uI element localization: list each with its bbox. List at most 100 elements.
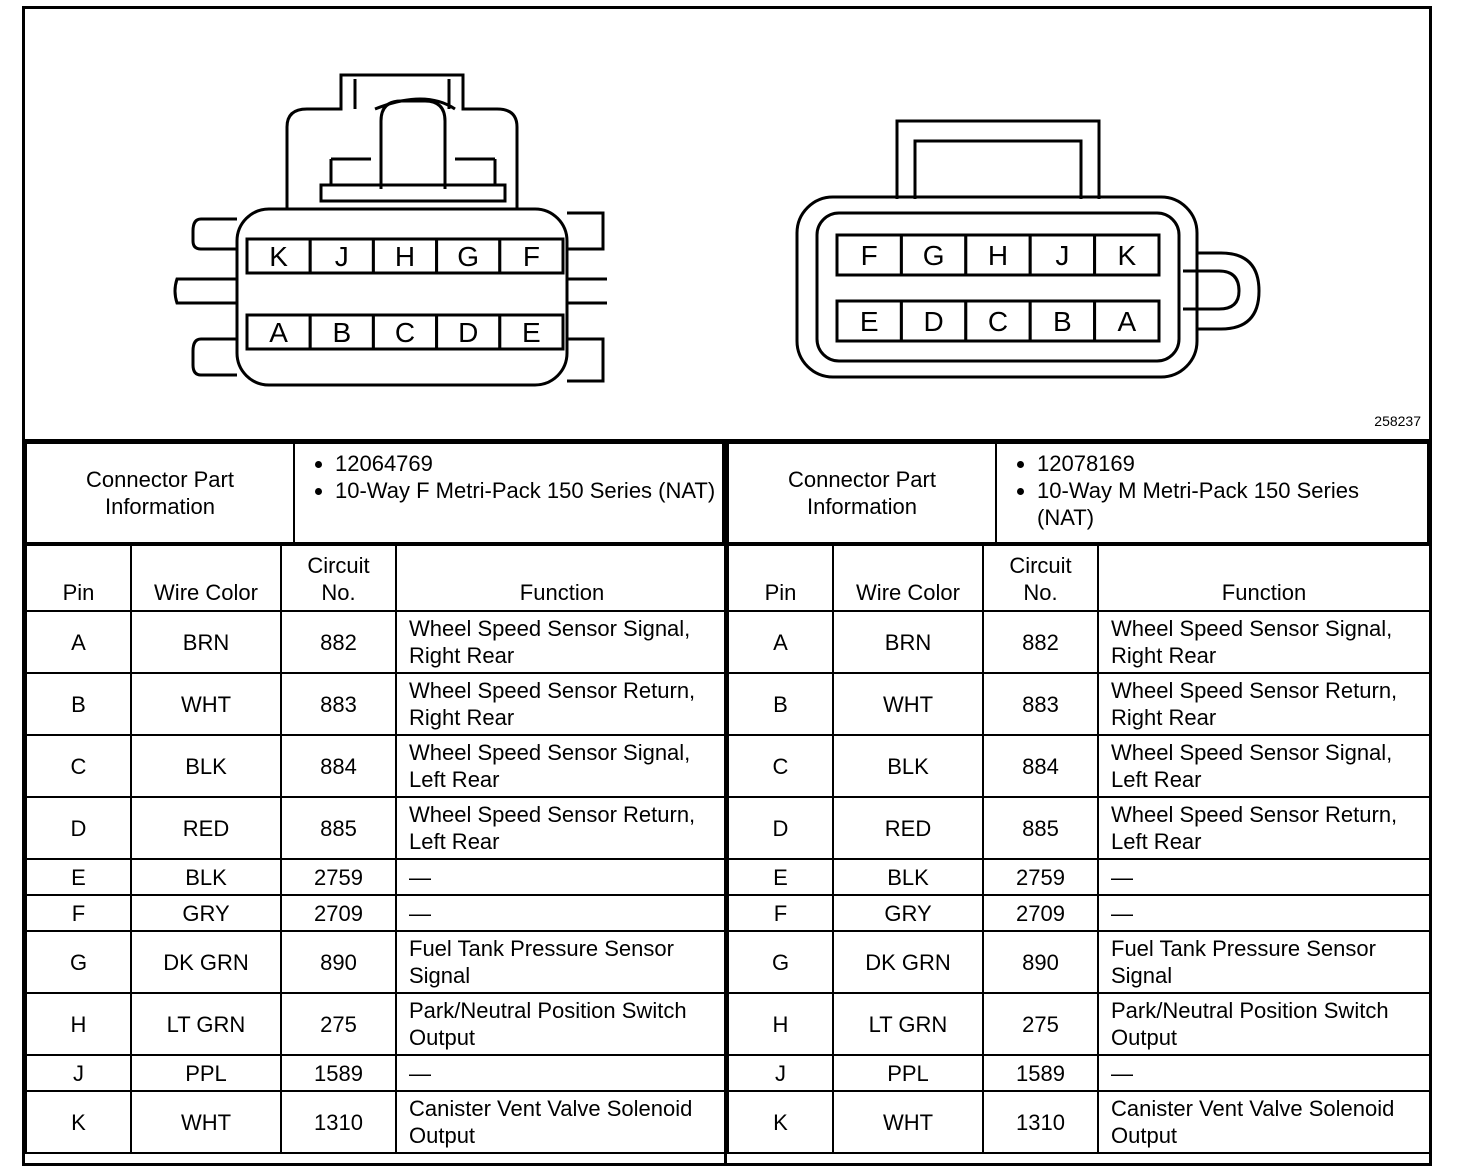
pin-label: F <box>523 241 540 272</box>
pin-label: J <box>1055 240 1069 271</box>
wire-color-cell: GRY <box>832 894 984 932</box>
wire-color-cell: BLK <box>832 858 984 896</box>
female-connector-drawing <box>173 73 607 387</box>
pin-label: F <box>861 240 878 271</box>
pin-cavity <box>498 313 565 351</box>
wire-color-cell: WHT <box>832 1090 984 1154</box>
pin-label: B <box>332 317 351 348</box>
circuit-cell: 275 <box>982 992 1099 1056</box>
pin-label: D <box>458 317 478 348</box>
pin-cell: B <box>727 672 834 736</box>
wire-color-cell: GRY <box>130 894 282 932</box>
pin-cavity <box>1093 299 1161 343</box>
circuit-cell: 890 <box>982 930 1099 994</box>
circuit-cell: 883 <box>280 672 397 736</box>
wire-color-cell: PPL <box>130 1054 282 1092</box>
wire-color-cell: BLK <box>130 858 282 896</box>
pin-label: C <box>395 317 415 348</box>
wire-color-cell: WHT <box>832 672 984 736</box>
wire-color-cell: BRN <box>130 610 282 674</box>
pin-cavity <box>308 237 375 275</box>
pin-label: D <box>923 306 943 337</box>
col-header-circuit: Circuit No. <box>982 544 1099 612</box>
function-cell: Canister Vent Valve Solenoid Output <box>1097 1090 1431 1154</box>
circuit-cell: 890 <box>280 930 397 994</box>
function-cell: — <box>395 1054 729 1092</box>
pin-label: B <box>1053 306 1072 337</box>
function-cell: — <box>1097 858 1431 896</box>
circuit-cell: 885 <box>280 796 397 860</box>
info-item: 12064769 <box>335 450 716 477</box>
pin-cell: F <box>25 894 132 932</box>
pin-label: A <box>1117 306 1136 337</box>
circuit-cell: 2759 <box>982 858 1099 896</box>
function-cell: Wheel Speed Sensor Signal, Right Rear <box>395 610 729 674</box>
function-cell: — <box>1097 1054 1431 1092</box>
pin-cell: G <box>25 930 132 994</box>
wire-color-cell: WHT <box>130 1090 282 1154</box>
info-item: 12078169 <box>1037 450 1421 477</box>
circuit-cell: 275 <box>280 992 397 1056</box>
connector-part-info: Connector Part Information1206476910-Way… <box>25 442 724 544</box>
circuit-cell: 885 <box>982 796 1099 860</box>
pin-cell: A <box>25 610 132 674</box>
wire-color-cell: LT GRN <box>130 992 282 1056</box>
pin-cell: D <box>25 796 132 860</box>
circuit-cell: 884 <box>280 734 397 798</box>
function-cell: — <box>1097 894 1431 932</box>
pin-cavity <box>964 233 1032 277</box>
pin-cavity <box>1093 233 1161 277</box>
wire-color-cell: BLK <box>832 734 984 798</box>
info-item: 10-Way F Metri-Pack 150 Series (NAT) <box>335 477 716 504</box>
pin-label: E <box>860 306 879 337</box>
col-header-pin: Pin <box>25 544 132 612</box>
col-header-wire-color: Wire Color <box>832 544 984 612</box>
function-cell: Park/Neutral Position Switch Output <box>1097 992 1431 1056</box>
pin-cavity <box>371 313 439 351</box>
function-cell: Park/Neutral Position Switch Output <box>395 992 729 1056</box>
info-list: 1207816910-Way M Metri-Pack 150 Series (… <box>995 442 1429 544</box>
pin-cavity <box>899 233 968 277</box>
pin-cell: A <box>727 610 834 674</box>
male-connector-drawing <box>795 119 1261 379</box>
circuit-cell: 1589 <box>982 1054 1099 1092</box>
circuit-cell: 2759 <box>280 858 397 896</box>
wire-color-cell: DK GRN <box>832 930 984 994</box>
pin-cell: E <box>25 858 132 896</box>
function-cell: Wheel Speed Sensor Signal, Right Rear <box>1097 610 1431 674</box>
pin-label: H <box>988 240 1008 271</box>
col-header-circuit: Circuit No. <box>280 544 397 612</box>
pin-cell: H <box>727 992 834 1056</box>
pin-label: G <box>923 240 945 271</box>
pin-label: A <box>269 317 288 348</box>
circuit-cell: 883 <box>982 672 1099 736</box>
pin-label: J <box>335 241 349 272</box>
pin-cavity <box>1028 233 1097 277</box>
circuit-cell: 884 <box>982 734 1099 798</box>
pin-cell: F <box>727 894 834 932</box>
function-cell: Wheel Speed Sensor Return, Left Rear <box>1097 796 1431 860</box>
figure-reference-number: 258237 <box>1374 413 1421 429</box>
wire-color-cell: PPL <box>832 1054 984 1092</box>
function-cell: Canister Vent Valve Solenoid Output <box>395 1090 729 1154</box>
pin-label: E <box>522 317 541 348</box>
pin-cell: C <box>727 734 834 798</box>
wire-color-cell: RED <box>832 796 984 860</box>
function-cell: Fuel Tank Pressure Sensor Signal <box>1097 930 1431 994</box>
